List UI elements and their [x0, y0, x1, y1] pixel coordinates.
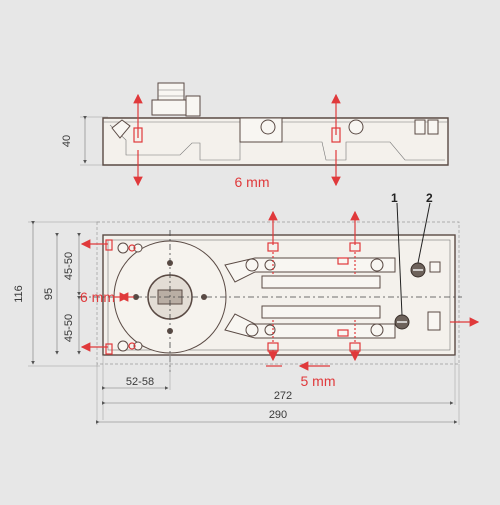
overall-width-label: 116 [13, 285, 25, 303]
callout-line-2 [417, 202, 431, 264]
lateral-adjust-label: 5 mm [301, 373, 336, 389]
side-nut-left [260, 119, 276, 135]
top-view: 1 2 6 mm 5 mm [13, 191, 480, 425]
body-length-label: 272 [274, 390, 292, 402]
upper-half-label: 45-50 [63, 252, 75, 280]
inner-width-label: 95 [43, 288, 55, 300]
side-adjust-label: 6 mm [235, 174, 270, 190]
side-block [239, 117, 283, 143]
lower-half-label: 45-50 [63, 314, 75, 342]
overall-length-label: 290 [269, 409, 287, 421]
side-nut-right [348, 119, 364, 135]
side-adjust-screw-right [331, 127, 341, 143]
side-adjust-screw-left [133, 127, 143, 143]
spindle-offset-label: 52-58 [126, 376, 154, 388]
side-view: 40 6 mm [61, 82, 449, 190]
spindle-collar [151, 99, 191, 116]
callout-2: 2 [426, 191, 433, 205]
side-height-label: 40 [61, 135, 73, 147]
callout-1: 1 [391, 191, 398, 205]
spindle-adjust-label: 6 mm [80, 289, 115, 305]
callout-line-1 [396, 202, 403, 316]
